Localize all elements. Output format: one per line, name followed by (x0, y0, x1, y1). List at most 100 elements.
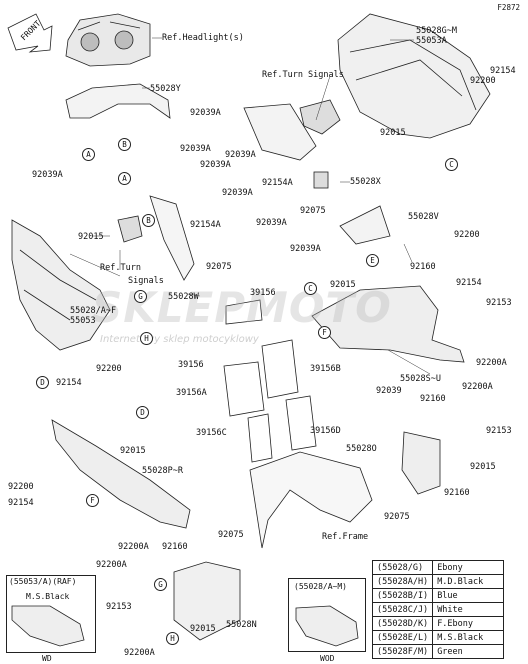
legend-code: (55028C/J) (371, 602, 434, 617)
part-label: 39156 (250, 288, 276, 298)
part-label: Ref.Turn Signals (262, 70, 344, 80)
watermark-subtitle: Internetowy sklep motocyklowy (100, 334, 259, 345)
legend-color: M.S.Black (432, 630, 505, 645)
part-label: 92039A (222, 188, 253, 198)
legend-row: (55028A/H)M.D.Black (371, 574, 505, 589)
part-label: 55053A (416, 36, 447, 46)
part-label: 92075 (384, 512, 410, 522)
part-label: 92039A (290, 244, 321, 254)
inset-wd-caption: WD (42, 654, 52, 663)
legend-row: (55028C/J)White (371, 602, 505, 617)
part-label: 92039A (256, 218, 287, 228)
part-label: 55053 (70, 316, 96, 326)
legend-color: Ebony (432, 560, 505, 575)
part-label: 55028Y (150, 84, 181, 94)
part-label: 55028/A~F (70, 306, 117, 316)
part-label: 92160 (162, 542, 188, 552)
part-label: 92075 (218, 530, 244, 540)
legend-code: (55028F/M) (371, 644, 434, 659)
part-label: 92015 (470, 462, 496, 472)
part-label: 92200A (118, 542, 149, 552)
legend-color: White (432, 602, 505, 617)
figure-id: F2872 (497, 3, 520, 12)
part-label: 92200 (454, 230, 480, 240)
part-label: 92153 (486, 298, 512, 308)
part-label: Ref.Headlight(s) (162, 33, 244, 43)
front-arrow-icon (7, 13, 53, 53)
part-label: 92200A (476, 358, 507, 368)
part-label: 92039 (376, 386, 402, 396)
part-label: 39156B (310, 364, 341, 374)
callout-d: D (136, 406, 149, 419)
callout-c: C (304, 282, 317, 295)
part-label: 55028W (168, 292, 199, 302)
legend-row: (55028B/I)Blue (371, 588, 505, 603)
part-label: 92154 (456, 278, 482, 288)
part-label: 92160 (420, 394, 446, 404)
part-label: 92153 (106, 602, 132, 612)
part-label: 92153 (486, 426, 512, 436)
part-label: 92075 (300, 206, 326, 216)
legend-row: (55028E/L)M.S.Black (371, 630, 505, 645)
part-label: 92160 (410, 262, 436, 272)
inset-wd-label: M.S.Black (26, 592, 70, 601)
callout-a: A (118, 172, 131, 185)
inset-wod (288, 578, 366, 652)
callout-h: H (140, 332, 153, 345)
lower-cowl-55028p (51, 419, 191, 529)
part-label: Signals (128, 276, 164, 286)
callout-f: F (86, 494, 99, 507)
part-label: 92015 (380, 128, 406, 138)
inner-lower-55028n (173, 561, 241, 641)
part-label: 39156C (196, 428, 227, 438)
part-label: 55028G~M (416, 26, 457, 36)
part-label: 55028P~R (142, 466, 183, 476)
part-label: 92160 (444, 488, 470, 498)
part-label: 92039A (32, 170, 63, 180)
callout-a: A (82, 148, 95, 161)
part-label: 92039A (225, 150, 256, 160)
part-label: 92154A (190, 220, 221, 230)
part-label: 92039A (180, 144, 211, 154)
middle-cowl-55028s (311, 285, 465, 363)
part-label: Ref.Frame (322, 532, 369, 542)
legend-color: F.Ebony (432, 616, 505, 631)
callout-b: B (142, 214, 155, 227)
part-label: 92039A (200, 160, 231, 170)
legend-color: Green (432, 644, 505, 659)
part-label: 55028O (346, 444, 377, 454)
callout-f: F (318, 326, 331, 339)
callout-g: G (134, 290, 147, 303)
part-label: 55028S~U (400, 374, 441, 384)
part-label: 55028N (226, 620, 257, 630)
part-label: 55028V (408, 212, 439, 222)
part-label: 92015 (190, 624, 216, 634)
legend-code: (55028A/H) (371, 574, 434, 589)
part-label: 39156 (178, 360, 204, 370)
callout-b: B (118, 138, 131, 151)
legend-code: (55028/G) (371, 560, 434, 575)
inset-wod-title: (55028/A~M) (294, 582, 347, 591)
part-label: 92075 (206, 262, 232, 272)
headlight-assembly (65, 13, 151, 67)
part-label: 92154A (262, 178, 293, 188)
part-label: 92015 (78, 232, 104, 242)
legend-row: (55028D/K)F.Ebony (371, 616, 505, 631)
middle-cowl-55028 (11, 219, 111, 351)
callout-d: D (36, 376, 49, 389)
part-label: 92200A (96, 560, 127, 570)
callout-c: C (445, 158, 458, 171)
color-legend: (55028/G)Ebony (55028A/H)M.D.Black (5502… (371, 560, 505, 659)
legend-code: (55028D/K) (371, 616, 434, 631)
part-label: 92200 (96, 364, 122, 374)
part-label: Ref.Turn (100, 263, 141, 273)
part-label: 92200 (470, 76, 496, 86)
inset-wd-title: (55053/A)(RAF) (9, 577, 77, 586)
part-label: 92154 (8, 498, 34, 508)
part-label: 92154 (490, 66, 516, 76)
part-label: 92154 (56, 378, 82, 388)
part-label: 39156D (310, 426, 341, 436)
callout-h: H (166, 632, 179, 645)
